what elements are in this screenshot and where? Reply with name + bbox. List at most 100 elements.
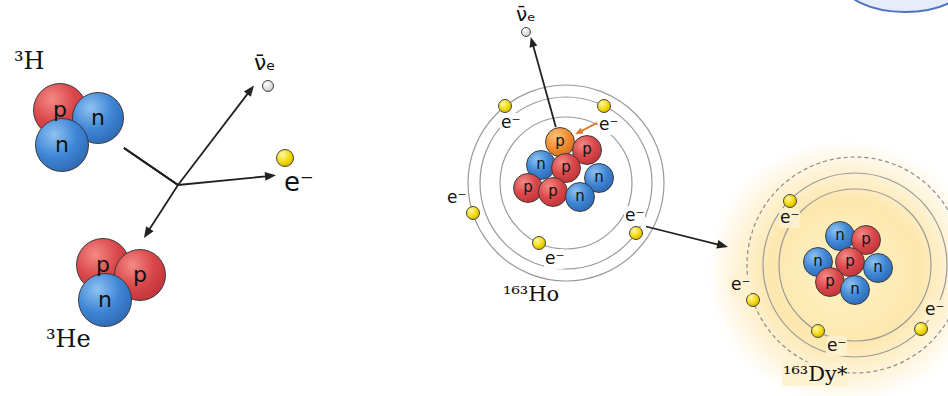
nucleon-letter: p (53, 97, 67, 122)
particle-label: e⁻ (730, 275, 751, 295)
nucleon-letter: n (813, 253, 823, 270)
nucleon-letter: p (582, 141, 592, 158)
decay-arrow (575, 123, 597, 134)
particle-label: e⁻ (598, 115, 619, 135)
electron-dot (597, 99, 611, 113)
electron-dot (466, 206, 480, 220)
electron-dot (914, 322, 928, 336)
arrow-head (244, 85, 254, 96)
tritium-nucleus: ³H pnn (14, 48, 124, 173)
electron: e⁻ (779, 194, 801, 228)
arrow-head (575, 128, 584, 135)
particle-label: e⁻ (500, 113, 521, 133)
electron: e⁻ (446, 188, 480, 220)
arrow-line (646, 227, 718, 245)
nucleon-letter: n (575, 188, 585, 205)
electron-dot (629, 226, 643, 240)
proton: p (538, 177, 568, 207)
arrow-line (124, 93, 248, 185)
vacant-orbit (747, 157, 948, 373)
nucleon-letter: p (133, 262, 147, 287)
nucleon-letter: n (850, 281, 860, 298)
arrow-line (124, 148, 178, 230)
particle-label: ν̄ₑ (516, 3, 536, 26)
orbit (500, 117, 632, 249)
particle-label: e⁻ (544, 249, 565, 269)
decay-arrow (124, 148, 178, 238)
electron-dot (783, 194, 797, 208)
arrow-head (265, 172, 276, 181)
electron-dot (746, 293, 760, 307)
holmium-atom: ¹⁶³Hoe⁻e⁻e⁻e⁻e⁻ppnpnppn (446, 96, 646, 307)
nucleon-letter: p (555, 133, 565, 150)
electron: e⁻ (498, 99, 522, 133)
particle-label: e⁻ (924, 300, 945, 320)
nucleon-letter: p (825, 273, 835, 290)
electron: e⁻ (276, 149, 314, 198)
antineutrino: ν̄ₑ (254, 50, 276, 92)
electron: e⁻ (914, 300, 946, 336)
nucleon-letter: n (91, 105, 105, 130)
nucleon-letter: n (55, 132, 69, 157)
decay-arrow (646, 227, 728, 249)
nucleon-letter: n (594, 169, 604, 186)
corner-badge (843, 0, 948, 12)
antineutrino: ν̄ₑ (516, 3, 536, 37)
neutron: n (863, 253, 893, 283)
arrow-line (124, 148, 266, 185)
neutron: n (35, 118, 89, 172)
arrow-head (716, 240, 728, 249)
particle-label: e⁻ (446, 188, 467, 208)
particle-label: ν̄ₑ (254, 50, 275, 75)
antineutrino-dot (262, 80, 274, 92)
decay-arrow (530, 37, 556, 127)
isotope-label: ³H (14, 48, 45, 76)
arrow-line (533, 46, 556, 127)
orbit (763, 173, 947, 357)
electron-dot (532, 236, 546, 250)
nucleon-letter: p (861, 231, 871, 248)
nucleon-letter: p (523, 179, 533, 196)
decay-arrow (124, 85, 254, 185)
excitation-glow (707, 140, 948, 396)
electron: e⁻ (532, 236, 566, 269)
neutron: n (78, 273, 132, 327)
arrow-head (144, 226, 154, 238)
antineutrino-dot (521, 27, 531, 37)
electron: e⁻ (730, 275, 760, 307)
nucleon-letter: n (536, 156, 546, 173)
isotope-label: ³He (46, 326, 91, 354)
arrow-head (530, 37, 538, 48)
helium3-nucleus: ³He ppn (46, 238, 166, 356)
particle-label: e⁻ (624, 206, 645, 226)
orbit (480, 97, 652, 269)
nucleon-letter: p (96, 252, 110, 277)
nucleon-letter: p (548, 183, 558, 200)
orbit (779, 189, 931, 341)
orbit (468, 85, 664, 281)
isotope-label: ¹⁶³Dy* (782, 362, 848, 386)
nucleon-letter: p (845, 253, 855, 270)
neutron: n (565, 182, 595, 212)
particle-label: e⁻ (779, 208, 800, 228)
electron: e⁻ (597, 99, 620, 135)
arrow-line (581, 123, 597, 131)
nucleon-letter: p (561, 159, 571, 176)
electron-dot (811, 324, 825, 338)
nucleon-letter: n (98, 287, 112, 312)
electron: e⁻ (811, 324, 848, 356)
decay-arrow (124, 148, 276, 185)
particle-label: e⁻ (284, 168, 314, 198)
electron-dot (276, 149, 294, 167)
nucleon-letter: n (835, 227, 845, 244)
particle-label: e⁻ (826, 336, 847, 356)
isotope-label: ¹⁶³Ho (502, 282, 560, 306)
electron: e⁻ (624, 206, 646, 240)
dysprosium-atom: ¹⁶³Dy*e⁻e⁻e⁻e⁻npnpnpn (728, 158, 944, 390)
nucleon-letter: n (873, 259, 883, 276)
neutron: n (840, 275, 870, 305)
electron-dot (498, 99, 512, 113)
